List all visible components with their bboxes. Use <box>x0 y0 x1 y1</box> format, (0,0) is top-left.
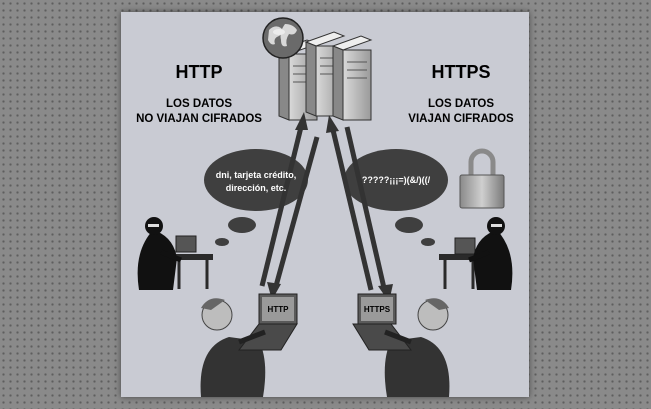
https-subtitle-line1: LOS DATOS <box>427 98 495 110</box>
arrow-icon <box>259 112 393 302</box>
bubble-text-line2: dirección, etc. <box>225 183 287 193</box>
https-title: HTTPS <box>431 62 491 82</box>
laptop-label-http: HTTP <box>267 305 289 314</box>
laptop-label-https: HTTPS <box>363 305 391 314</box>
http-subtitle-line1: LOS DATOS <box>165 98 233 110</box>
bubble-text-encrypted: ?????¡¡¡=)(&/)((/ <box>361 175 431 185</box>
thought-bubble-icon <box>204 149 448 246</box>
globe-icon <box>262 17 304 59</box>
diagram-artwork <box>137 17 513 397</box>
http-title: HTTP <box>175 62 223 82</box>
https-subtitle-line2: VIAJAN CIFRADOS <box>408 113 514 125</box>
bubble-text-line1: dni, tarjeta crédito, <box>215 170 297 180</box>
http-subtitle-line2: NO VIAJAN CIFRADOS <box>136 113 262 125</box>
diagram-panel: HTTP LOS DATOS NO VIAJAN CIFRADOS HTTPS … <box>121 12 529 397</box>
server-icon <box>277 31 373 121</box>
hacker-icon <box>137 217 213 290</box>
padlock-icon <box>459 148 505 209</box>
laptop-icon <box>352 293 413 351</box>
laptop-icon <box>237 293 298 351</box>
hacker-icon <box>439 217 513 290</box>
user-icon <box>200 298 266 397</box>
user-icon <box>384 298 450 397</box>
